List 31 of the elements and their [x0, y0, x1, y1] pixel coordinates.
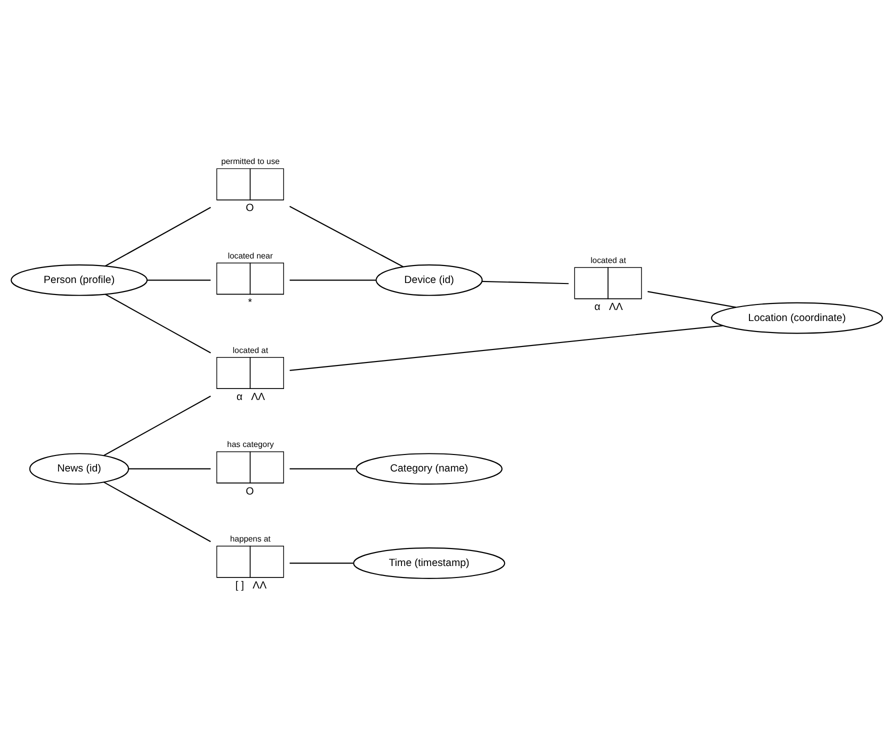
node-label: permitted to use: [221, 157, 280, 166]
connector: [105, 294, 211, 354]
connector: [289, 206, 404, 268]
node-label: O: [246, 486, 254, 498]
connector: [290, 325, 723, 372]
node-ellipse: Category (name): [356, 453, 503, 485]
node-ellipse: Time (timestamp): [353, 547, 506, 580]
node-label: happens at: [230, 534, 271, 544]
node-ellipse: Location (coordinate): [710, 302, 883, 334]
connector: [648, 290, 736, 308]
node-label: α ΛΛ: [594, 302, 623, 314]
node-label: O: [246, 203, 254, 214]
node-label: has category: [227, 440, 274, 450]
connector: [482, 280, 569, 284]
connector: [290, 562, 354, 564]
node-ellipse: News (id): [29, 453, 130, 485]
node-label: *: [248, 298, 252, 309]
node-label: [ ] ΛΛ: [235, 580, 267, 592]
node-label: located near: [228, 251, 273, 260]
node-ellipse: Person (profile): [10, 264, 148, 296]
node-ellipse: Device (id): [376, 264, 483, 296]
connector: [147, 280, 211, 281]
connector: [104, 482, 211, 542]
connector: [104, 396, 211, 456]
node-label: α ΛΛ: [236, 392, 266, 403]
node-label: located at: [590, 256, 626, 265]
connector: [105, 206, 211, 266]
node-label: located at: [232, 346, 268, 355]
connector: [128, 468, 211, 470]
connector: [290, 280, 376, 281]
connector: [290, 468, 356, 470]
